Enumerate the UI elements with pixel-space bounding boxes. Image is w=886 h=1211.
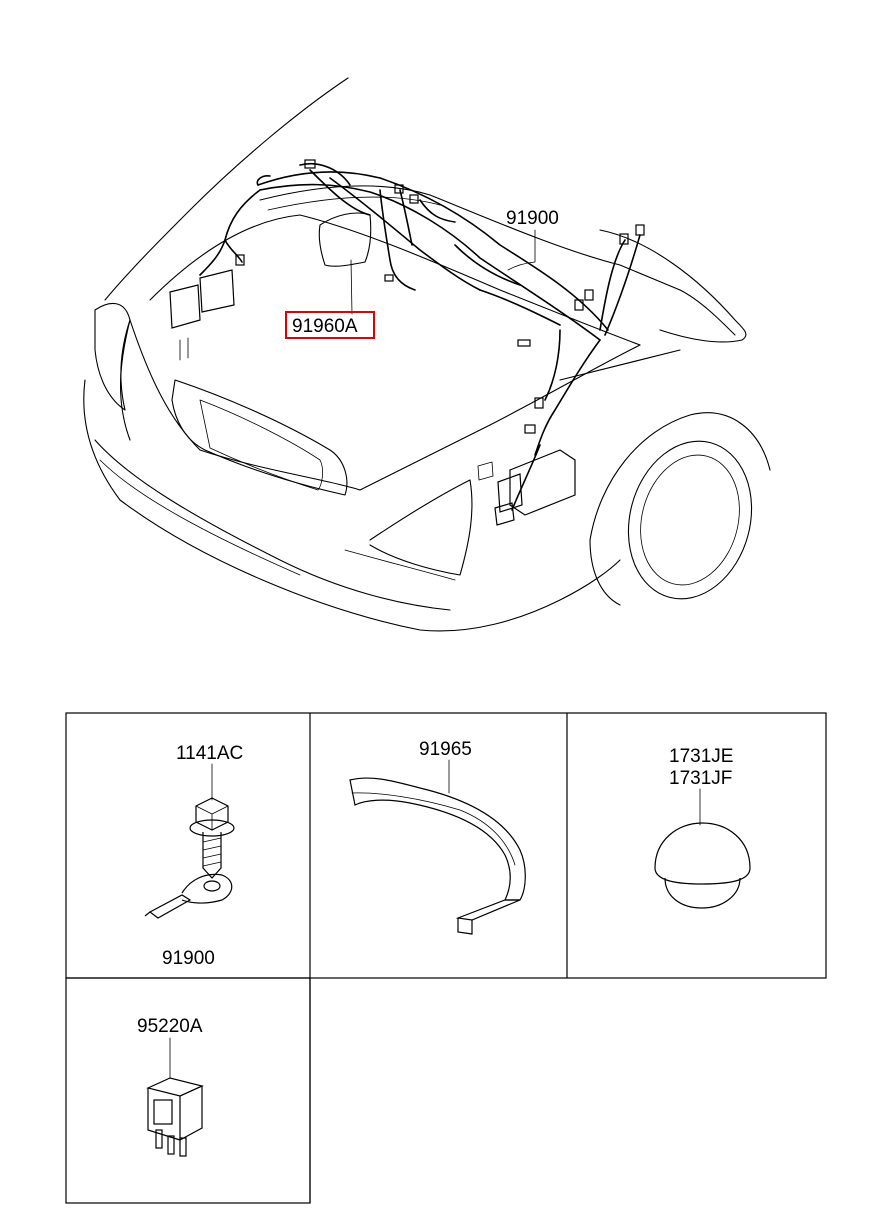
- relay-icon: [146, 1077, 204, 1157]
- parts-table: [65, 712, 827, 1204]
- protector-part-number[interactable]: 91965: [419, 739, 472, 760]
- wiring-harness: [199, 159, 645, 511]
- callout-cover-highlighted[interactable]: 91960A: [292, 316, 358, 337]
- bolt-icon: [189, 797, 235, 879]
- bolt-part-number[interactable]: 1141AC: [176, 743, 243, 764]
- plug-part-number-a[interactable]: 1731JE: [669, 746, 733, 767]
- bolt-panel: 1141AC 91900: [144, 743, 243, 969]
- trunk-lid-cover-part: [318, 212, 372, 267]
- plug-part-number-b[interactable]: 1731JF: [669, 768, 732, 789]
- ring-terminal-icon: [144, 873, 233, 919]
- protector-strip-icon: [349, 777, 526, 935]
- callout-harness-top: 91900: [506, 208, 559, 229]
- left-module-part: [169, 269, 235, 361]
- plug-panel: 1731JE 1731JF: [654, 746, 751, 909]
- relay-part-number[interactable]: 95220A: [137, 1016, 203, 1037]
- right-module-part: [477, 449, 576, 526]
- car-rear-illustration: [83, 77, 771, 632]
- protector-panel: 91965: [349, 739, 526, 935]
- ring-terminal-part-number[interactable]: 91900: [162, 948, 215, 969]
- rubber-plug-icon: [654, 822, 751, 909]
- relay-panel: 95220A: [137, 1016, 204, 1157]
- highlight-box: [285, 311, 375, 339]
